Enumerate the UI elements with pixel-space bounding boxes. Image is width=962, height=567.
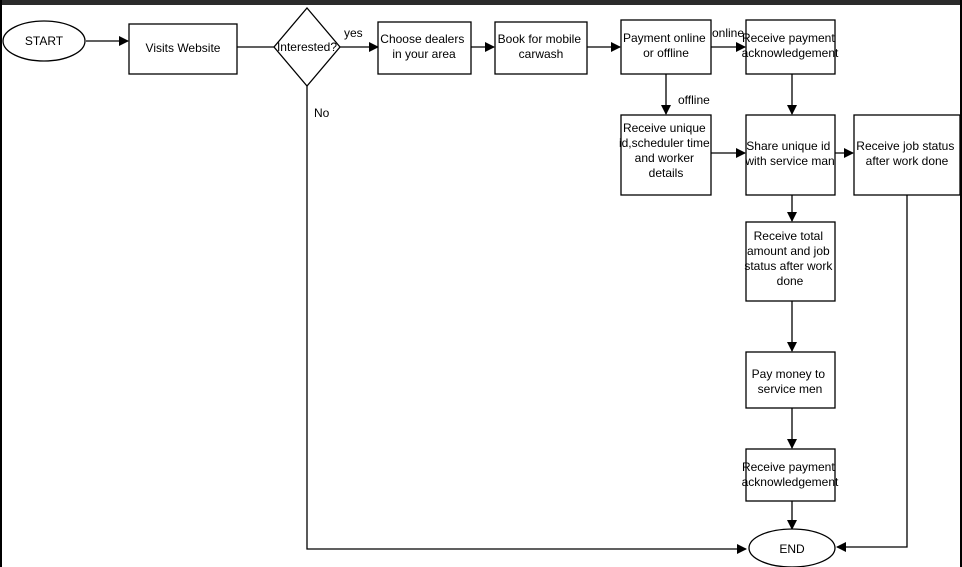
start-node	[2, 20, 86, 62]
edge-interested-no-end	[306, 86, 747, 554]
start-label: START	[25, 34, 64, 48]
top-border	[0, 0, 962, 5]
edge-jobstatus-end	[836, 195, 908, 552]
total-amount-box	[745, 221, 836, 302]
interested-label: Interested?	[277, 40, 337, 54]
pay-money-label: Pay money to service men	[752, 367, 829, 396]
online-label: online	[712, 26, 744, 40]
offline-label: offline	[678, 93, 710, 107]
pay-money-box	[745, 351, 836, 409]
choose-label: Choose dealers in your area	[380, 32, 467, 61]
visits-website-box	[128, 23, 238, 75]
receive-ack-1-box	[745, 19, 836, 75]
job-status-label: Receive job status after work done	[856, 139, 957, 168]
share-id-label: Share unique id with service man	[744, 139, 834, 168]
end-node	[748, 528, 836, 567]
choose-dealers-box	[377, 21, 472, 75]
payment-label: Payment online or offline	[623, 31, 709, 60]
payment-box	[620, 19, 712, 75]
receive-ack-2-label: Receive payment acknowledgement	[742, 460, 839, 489]
share-id-box	[745, 114, 836, 196]
end-label: END	[779, 542, 805, 556]
book-carwash-box	[494, 21, 588, 75]
receive-ack-2-box	[745, 448, 836, 502]
visits-label: Visits Website	[146, 41, 221, 55]
left-border	[0, 0, 2, 567]
right-border	[960, 0, 962, 567]
no-label: No	[314, 106, 330, 120]
job-status-box	[853, 114, 961, 196]
total-amount-label: Receive total amount and job status afte…	[744, 229, 835, 288]
receive-unique-label: Receive unique id,scheduler time and wor…	[619, 121, 713, 180]
interested-decision	[273, 6, 341, 88]
yes-label: yes	[344, 26, 363, 40]
receive-unique-box	[620, 114, 712, 196]
book-label: Book for mobile carwash	[498, 32, 585, 61]
receive-ack-1-label: Receive payment acknowledgement	[742, 31, 839, 60]
